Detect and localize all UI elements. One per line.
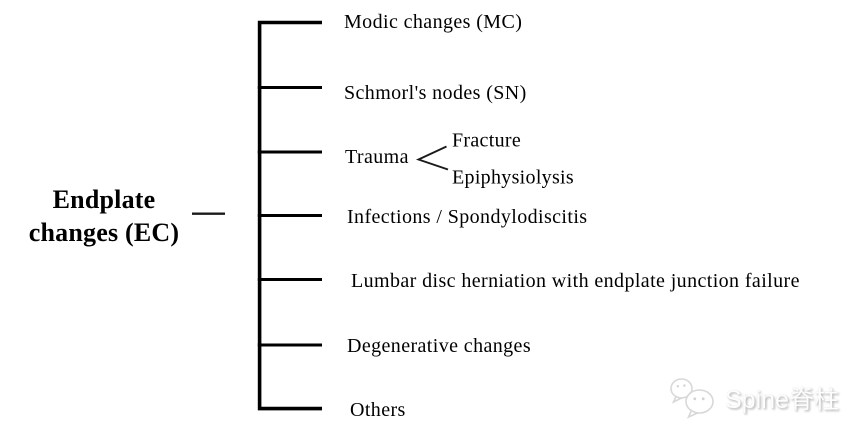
root-label-endplate-changes: Endplate changes (EC) — [14, 183, 194, 249]
branch-label-degenerative-changes: Degenerative changes — [347, 335, 532, 357]
watermark-text: Spine脊柱 — [725, 386, 839, 414]
wechat-icon — [668, 376, 720, 420]
branch-label-others: Others — [350, 399, 406, 421]
sub-label-epiphysiolysis: Epiphysiolysis — [452, 166, 574, 188]
root-label-line1: Endplate — [52, 185, 156, 214]
sub-label-fracture: Fracture — [452, 129, 522, 152]
root-label-line2: changes (EC) — [28, 218, 180, 247]
branch-label-modic-changes: Modic changes (MC) — [344, 11, 523, 33]
trauma-fork-lines — [415, 145, 449, 171]
watermark: Spine脊柱 — [668, 376, 839, 420]
branch-label-infections: Infections / Spondylodiscitis — [347, 205, 588, 228]
branch-label-lumbar-disc-herniation: Lumbar disc herniation with endplate jun… — [351, 270, 800, 292]
branch-label-schmorls-nodes: Schmorl's nodes (SN) — [344, 82, 527, 104]
branch-label-trauma: Trauma — [345, 146, 409, 168]
